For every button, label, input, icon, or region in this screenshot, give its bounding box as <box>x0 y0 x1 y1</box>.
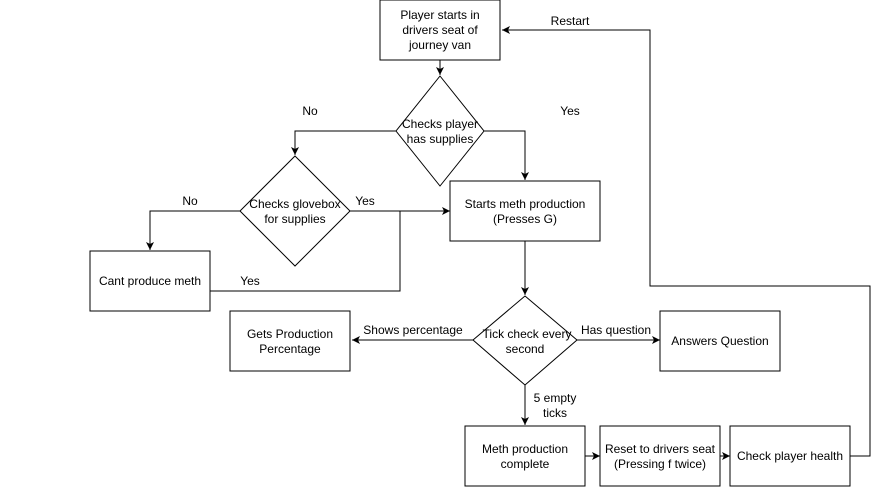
answers-question-label: Answers Question <box>671 334 768 348</box>
edge-glovebox-no <box>146 210 240 250</box>
start-production-label: Starts meth production(Presses G) <box>465 197 586 226</box>
start-box <box>379 0 501 61</box>
check-glovebox-diamond <box>239 155 351 267</box>
edge-cant-produce-yes <box>210 211 401 292</box>
glovebox-no-label: No <box>182 194 198 208</box>
shows-percentage-label: Shows percentage <box>363 323 463 337</box>
restart-label: Restart <box>551 14 590 28</box>
edge-restart <box>502 26 871 457</box>
cant-produce-box <box>89 250 211 312</box>
check-health-box <box>729 425 851 487</box>
has-question-label: Has question <box>581 323 651 337</box>
answers-question-box <box>659 310 781 372</box>
start-production-box <box>449 180 601 242</box>
edge-check-supplies-yes <box>484 130 529 180</box>
cant-produce-label: Cant produce meth <box>99 274 201 288</box>
check-health-label: Check player health <box>737 449 843 463</box>
reset-seat-box <box>599 425 721 487</box>
supplies-no-label: No <box>302 104 318 118</box>
edge-check-supplies-no <box>291 130 396 155</box>
production-percentage-box <box>229 310 351 372</box>
cant-yes-label: Yes <box>240 274 260 288</box>
check-supplies-diamond <box>395 75 485 187</box>
reset-seat-label: Reset to drivers seat(Pressing f twice) <box>605 442 716 471</box>
glovebox-yes-label: Yes <box>355 194 375 208</box>
production-complete-box <box>464 425 586 487</box>
supplies-yes-label: Yes <box>560 104 580 118</box>
tick-check-diamond <box>472 295 578 386</box>
